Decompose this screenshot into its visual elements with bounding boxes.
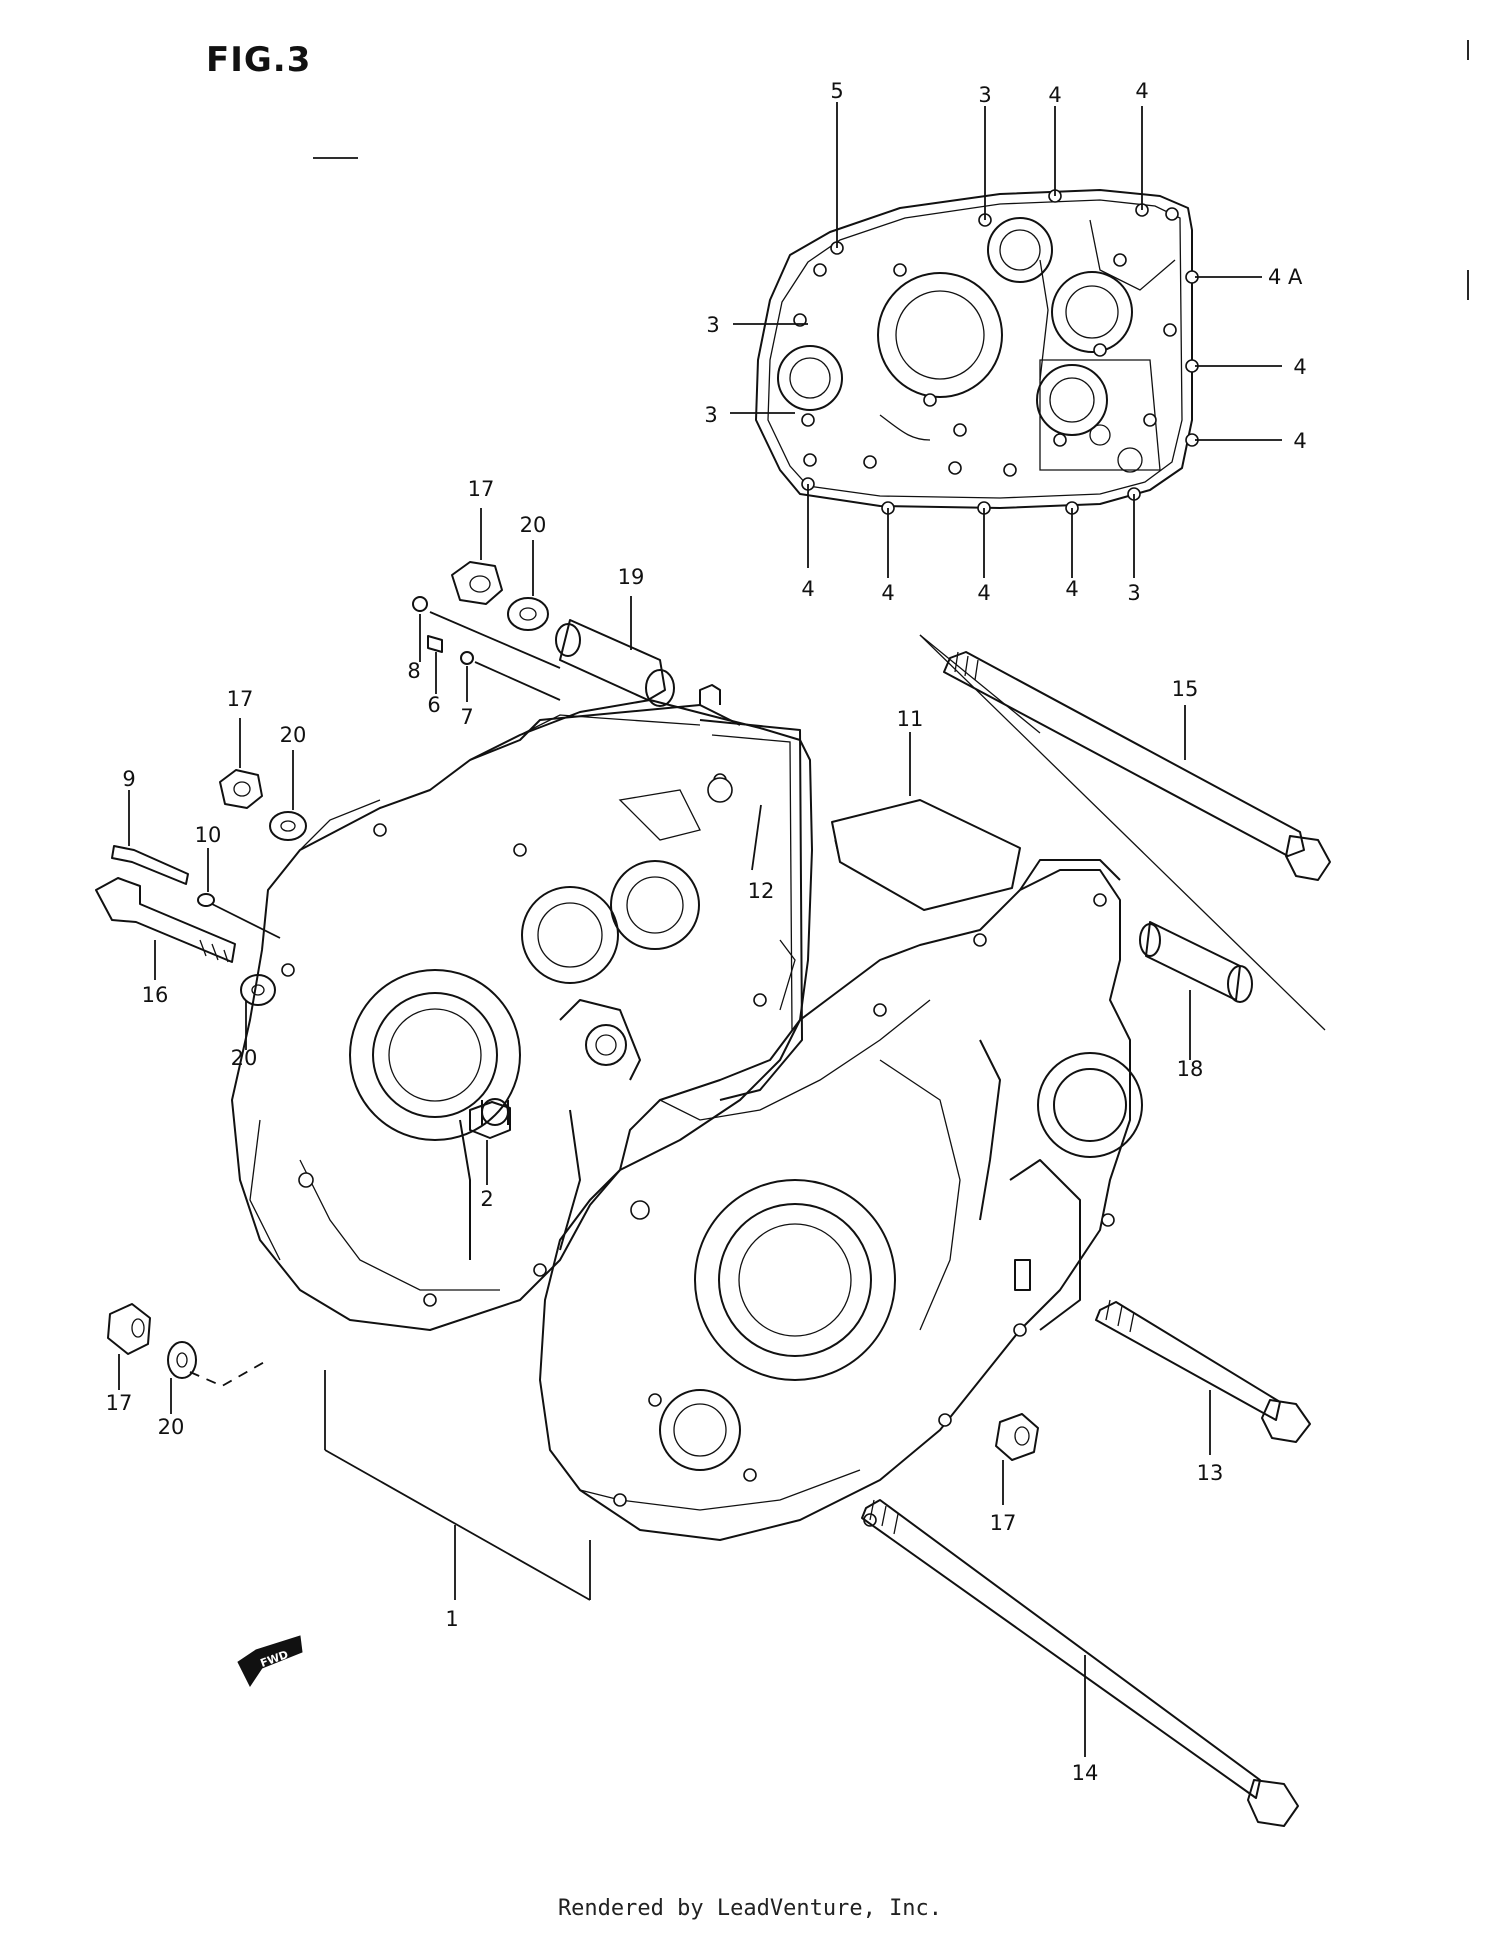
gasket-bolt-hole [863,455,877,469]
callout-10: 10 [195,823,222,847]
bolt-16 [95,877,236,963]
gasket-bolt-hole [813,263,827,277]
washer-20-left [240,974,276,1006]
callout-4: 4 [1135,79,1148,103]
left-crankcase-half [231,684,813,1331]
part-leaders [118,508,1211,1757]
callout-4: 4 [1293,355,1306,379]
nut-17-br [995,1413,1039,1461]
callout-7: 7 [460,705,473,729]
right-crankcase-half [539,859,1143,1541]
callout-3: 3 [1127,581,1140,605]
callout-4: 4 [801,577,814,601]
gasket-bolt-hole [953,423,967,437]
callout-13: 13 [1197,1461,1224,1485]
callout-14: 14 [1072,1761,1099,1785]
callout-5: 5 [830,79,843,103]
nut-17-bl [107,1303,151,1355]
callout-17: 17 [468,477,495,501]
callout-3: 3 [706,313,719,337]
washer-20-mid [269,811,307,841]
callout-12: 12 [748,879,775,903]
crankcase-gasket [755,189,1199,515]
callout-3: 3 [978,83,991,107]
callout-6: 6 [427,693,440,717]
gasket-bolt-hole [893,263,907,277]
gasket-bolt-hole [1053,433,1067,447]
figure-title: FIG.3 [206,40,312,80]
gasket-bolt-hole [803,453,817,467]
callout-17: 17 [227,687,254,711]
washer-20-top [507,597,549,631]
callout-17: 17 [990,1511,1017,1535]
callout-17: 17 [106,1391,133,1415]
callout-15: 15 [1172,677,1199,701]
gasket-bolt-hole [801,413,815,427]
leader-1 [324,1370,591,1601]
callout-4a: 4 A [1268,265,1303,289]
gasket-bolt-hole [1165,207,1179,221]
callout-4: 4 [1293,429,1306,453]
gasket-bolt-hole [1003,463,1017,477]
callout-1: 1 [445,1607,458,1631]
callout-9: 9 [122,767,135,791]
nut-17-mid [219,769,263,809]
small-parts-8-6-7 [412,596,561,701]
callout-4: 4 [977,581,990,605]
gasket-bolt-hole [923,393,937,407]
callout-18: 18 [1177,1057,1204,1081]
gasket-bolt-hole [1093,343,1107,357]
pipe-19 [555,619,675,707]
bolt-15 [919,634,1331,1031]
callout-4: 4 [881,581,894,605]
callout-2: 2 [480,1187,493,1211]
footer-credit: Rendered by LeadVenture, Inc. [557,1896,943,1921]
dowel-2 [469,1101,511,1139]
gasket-bolt-hole [1113,253,1127,267]
nut-17-top [451,561,503,605]
callout-3: 3 [704,403,717,427]
bolt-14 [861,1499,1299,1827]
callout-19: 19 [618,565,645,589]
callout-20: 20 [280,723,307,747]
washer-10 [197,893,281,939]
callout-4: 4 [1048,83,1061,107]
washer-20-bl [167,1341,269,1388]
plate-part-11 [831,799,1021,911]
bolt-13 [1095,1299,1311,1443]
callout-20: 20 [231,1046,258,1070]
callout-20: 20 [158,1415,185,1439]
fwd-arrow-icon: FWD [237,1635,303,1687]
callout-11: 11 [897,707,924,731]
callout-20: 20 [520,513,547,537]
bolt-9 [111,845,189,885]
gasket-leaders [730,102,1282,578]
pipe-18 [1139,921,1253,1003]
callout-8: 8 [407,659,420,683]
callout-16: 16 [142,983,169,1007]
gasket-bolt-hole [1143,413,1157,427]
callout-4: 4 [1065,577,1078,601]
callout-labels: 5 3 4 4 4 A 3 3 4 4 4 4 4 4 3 17 20 19 8… [106,79,1307,1785]
gasket-bolt-hole [793,313,807,327]
gasket-bolt-hole [948,461,962,475]
gasket-bolt-hole [1163,323,1177,337]
